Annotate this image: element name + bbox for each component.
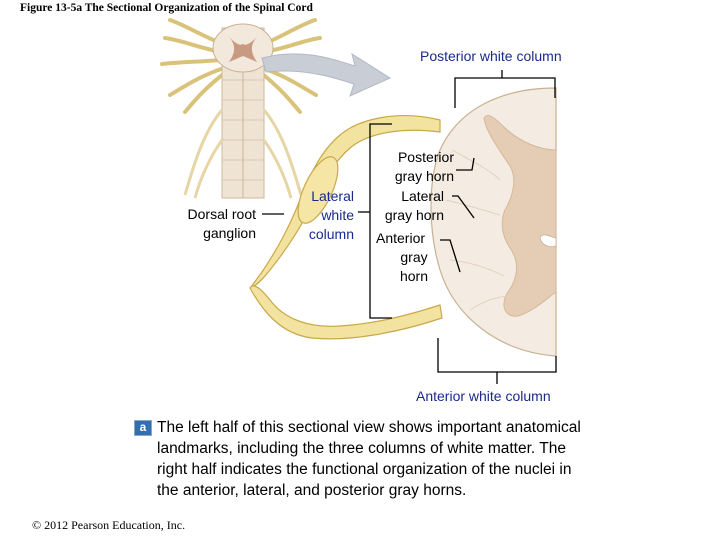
lateral-white-column-bracket: [369, 123, 392, 319]
posterior-white-column-bracket: [454, 77, 556, 108]
dorsal-root-ganglion-shape: [249, 115, 443, 340]
spinal-cord-section: [430, 87, 557, 357]
anterior-gray-horn-line-2: gray: [400, 249, 428, 265]
anterior-gray-horn-line-3: horn: [399, 268, 429, 284]
caption-text: The left half of this sectional view sho…: [157, 419, 581, 499]
dorsal-root-ganglion-line-1: Dorsal root: [187, 206, 256, 222]
anterior-gray-horn-label: Anterior gray horn: [374, 229, 462, 286]
anterior-gray-horn-leader: [440, 239, 461, 273]
lateral-gray-horn-line-2: gray horn: [384, 207, 444, 223]
posterior-gray-horn-line-1: Posterior: [397, 149, 454, 165]
anterior-white-column-label: Anterior white column: [416, 388, 551, 404]
posterior-white-column-label: Posterior white column: [420, 48, 562, 64]
panel-badge: a: [134, 420, 152, 436]
lateral-white-column-line-1: Lateral: [311, 188, 354, 204]
figure-title: Figure 13-5a The Sectional Organization …: [20, 2, 313, 14]
lateral-gray-horn-leader: [452, 195, 475, 219]
copyright-notice: © 2012 Pearson Education, Inc.: [32, 518, 186, 532]
lateral-white-column-line-3: column: [308, 226, 354, 242]
anterior-gray-horn-line-1: Anterior: [376, 230, 426, 246]
posterior-gray-horn-line-2: gray horn: [394, 168, 454, 184]
lateral-white-column-line-2: white: [321, 207, 354, 223]
pointer-arrow: [261, 52, 392, 97]
lateral-gray-horn-label: Lateral gray horn: [372, 187, 444, 225]
thumbnail-spinal-cord: [160, 18, 324, 199]
posterior-gray-horn-leader: [456, 157, 475, 171]
label-leader-lines: [262, 70, 557, 384]
posterior-gray-horn-label: Posterior gray horn: [372, 148, 454, 186]
lateral-gray-horn-line-1: Lateral: [401, 188, 444, 204]
lateral-white-column-label: Lateral white column: [290, 187, 354, 244]
dorsal-root-ganglion-label: Dorsal root ganglion: [168, 205, 256, 243]
dorsal-root-ganglion-line-2: ganglion: [203, 225, 256, 241]
